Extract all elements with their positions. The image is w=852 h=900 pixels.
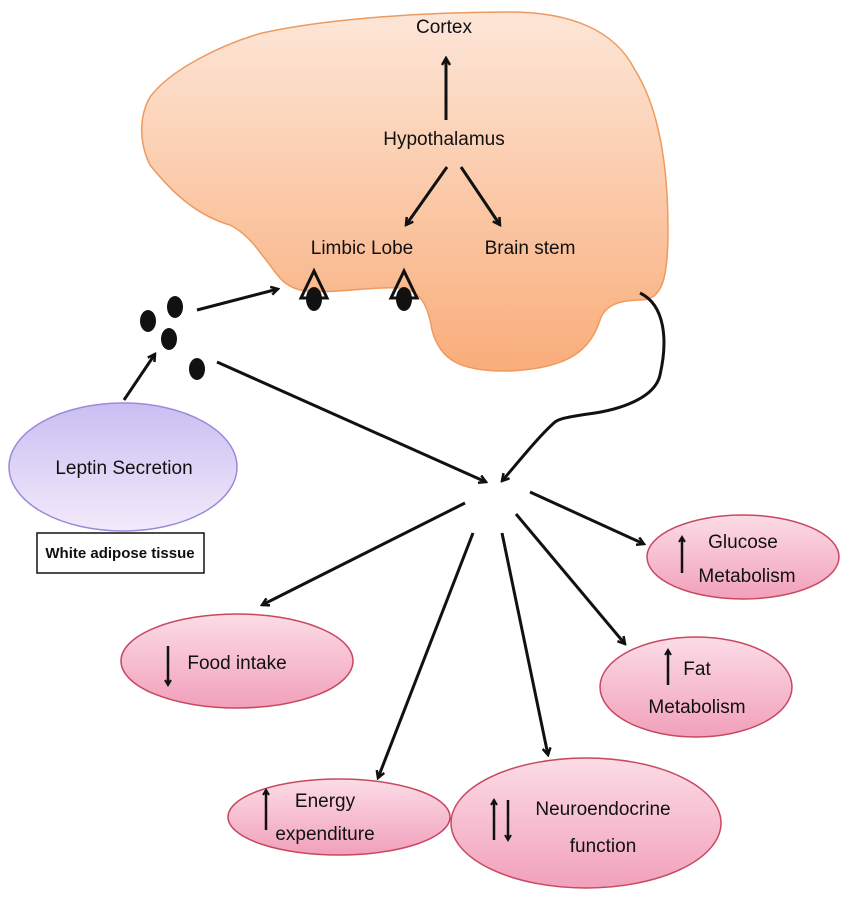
receptor-1-triangle	[298, 267, 330, 300]
outcome-energy-node	[227, 778, 451, 856]
outcome-neuroendocrine: Neuroendocrine function	[450, 757, 722, 889]
receptor-1	[298, 267, 330, 311]
outcome-glucose-node	[646, 514, 840, 600]
arrow-hub-to-glucose	[529, 490, 644, 544]
outcome-glucose-metabolism: Glucose Metabolism	[646, 514, 840, 600]
limbic-lobe-label: Limbic Lobe	[311, 238, 413, 259]
outcome-food-intake-label: Food intake	[187, 653, 286, 674]
leptin-secretion-node	[8, 402, 238, 532]
leptin-molecule	[189, 358, 205, 380]
receptor-2	[388, 267, 420, 311]
outcome-food-intake-node	[120, 613, 354, 709]
leptin-molecule	[161, 328, 177, 350]
outcome-energy-label-2: expenditure	[275, 824, 374, 845]
receptor-2-triangle	[388, 267, 420, 300]
arrow-secretion-to-leptin	[122, 354, 155, 401]
arrow-brainstem-to-hub	[502, 291, 666, 481]
outcome-fat-node	[599, 636, 793, 738]
outcome-glucose-label-2: Metabolism	[698, 566, 795, 587]
arrow-hub-to-neuroendocrine	[500, 532, 548, 755]
arrow-hypothalamus-to-brainstem	[459, 166, 500, 225]
outcome-energy-expenditure: Energy expenditure	[227, 778, 451, 856]
leptin-molecule	[167, 296, 183, 318]
cortex-label: Cortex	[416, 17, 472, 38]
white-adipose-tissue-box	[36, 532, 205, 574]
arrow-hub-to-food-intake	[262, 501, 466, 605]
outcome-neuroendocrine-node	[450, 757, 722, 889]
arrow-hub-to-energy	[378, 532, 475, 778]
leptin-secretion-label: Leptin Secretion	[55, 458, 192, 479]
arrow-leptin-to-hub	[216, 360, 486, 482]
arrow-leptin-to-brain	[196, 289, 278, 312]
outcome-glucose-label-1: Glucose	[708, 532, 778, 553]
hypothalamus-label: Hypothalamus	[383, 129, 504, 150]
brain-stem-label: Brain stem	[485, 238, 576, 259]
outcome-fat-label-2: Metabolism	[648, 697, 745, 718]
outcome-neuroendocrine-label-1: Neuroendocrine	[535, 799, 670, 820]
outcome-food-intake: Food intake	[120, 613, 354, 709]
outcome-neuroendocrine-label-2: function	[570, 836, 637, 857]
outcome-energy-label-1: Energy	[295, 791, 356, 812]
outcome-fat-label-1: Fat	[683, 659, 711, 680]
leptin-molecule	[140, 310, 156, 332]
white-adipose-tissue-label: White adipose tissue	[45, 545, 194, 562]
arrow-hypothalamus-to-limbic	[406, 166, 449, 225]
outcome-fat-metabolism: Fat Metabolism	[599, 636, 793, 738]
brain-shape	[141, 11, 669, 372]
arrow-hub-to-fat	[514, 513, 625, 644]
